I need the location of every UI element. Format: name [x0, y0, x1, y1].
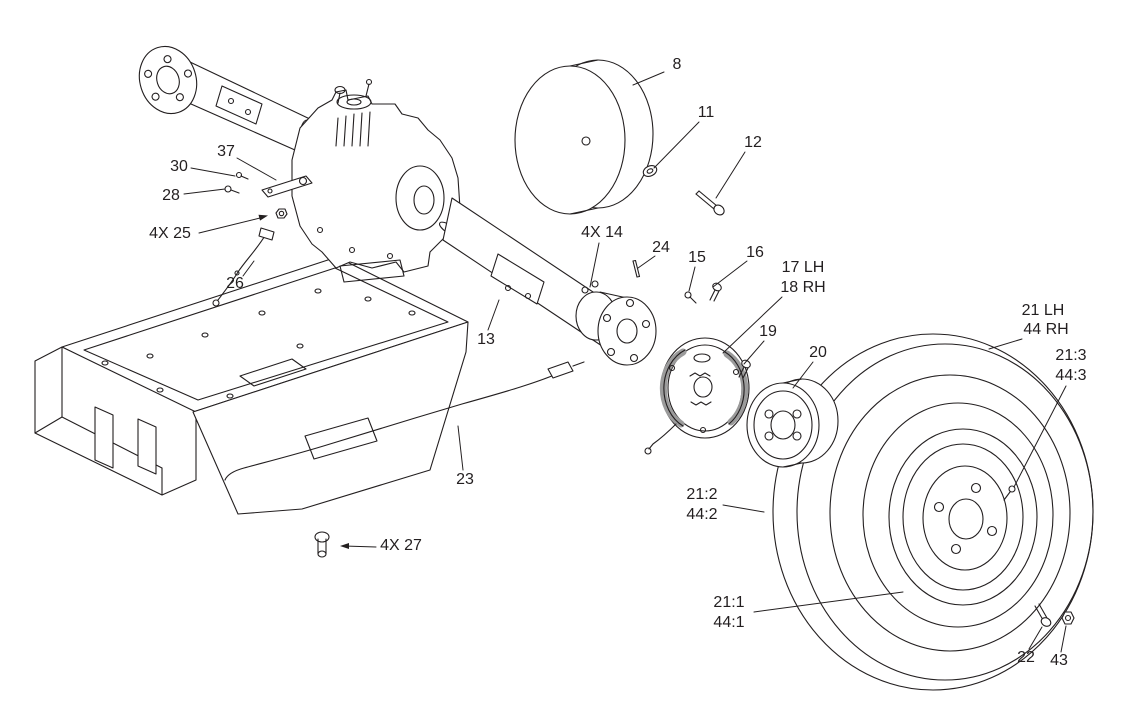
callout-21: 21 LH [1021, 302, 1065, 319]
screw-28 [224, 185, 240, 194]
transaxle-housing [291, 78, 461, 283]
callout-27: 4X 27 [380, 537, 422, 554]
leader-lines [183, 71, 1067, 653]
tire-and-rim [772, 333, 1094, 691]
wheel-studs-14 [581, 280, 599, 294]
screw-30 [235, 171, 249, 180]
callout-12: 12 [744, 134, 762, 151]
frame-chassis [34, 256, 469, 515]
callout-25: 4X 25 [149, 225, 191, 242]
callout-15: 15 [688, 249, 706, 266]
callout-13: 13 [477, 331, 495, 348]
disc-part-8 [514, 59, 654, 215]
callout-17: 17 LH [781, 259, 825, 276]
wire-harness-26 [212, 227, 275, 307]
callout-44-1: 44:1 [713, 614, 745, 631]
bolt-12 [695, 190, 725, 216]
callout-44-3: 44:3 [1055, 367, 1087, 384]
pin-24 [632, 259, 641, 278]
callout-28: 28 [162, 187, 180, 204]
brake-cable-23 [224, 361, 585, 481]
screw-15 [684, 291, 697, 304]
bolt-16 [709, 282, 722, 302]
callout-21-2: 21:2 [686, 486, 718, 503]
callout-14: 4X 14 [581, 224, 623, 241]
left-axle-flange [138, 45, 315, 155]
callout-16: 16 [746, 244, 764, 261]
nut-43 [1061, 611, 1075, 625]
callout-37: 37 [217, 143, 235, 160]
callout-24: 24 [652, 239, 670, 256]
nut-25 [275, 208, 288, 219]
valve-stem [1003, 485, 1016, 501]
bolt-22 [1034, 603, 1052, 627]
callout-26: 26 [226, 275, 244, 292]
bolt-27 [314, 531, 330, 558]
callout-30: 30 [170, 158, 188, 175]
callout-43: 43 [1050, 652, 1068, 669]
callout-8: 8 [672, 56, 682, 73]
brake-backing-plate [644, 337, 750, 455]
callout-21-3: 21:3 [1055, 347, 1087, 364]
callout-23: 23 [456, 471, 474, 488]
brake-drum [746, 378, 839, 468]
callout-44-2: 44:2 [686, 506, 718, 523]
callout-11: 11 [697, 104, 715, 121]
callout-20: 20 [809, 344, 827, 361]
brake-lever-37 [261, 175, 313, 198]
callout-18: 18 RH [780, 279, 826, 296]
callout-21-1: 21:1 [713, 594, 745, 611]
bolt-19 [738, 359, 751, 379]
callout-19: 19 [759, 323, 777, 340]
washer-11 [642, 165, 658, 177]
callout-44: 44 RH [1023, 321, 1069, 338]
callout-22: 22 [1017, 649, 1035, 666]
axle-hub-flange [575, 291, 657, 366]
